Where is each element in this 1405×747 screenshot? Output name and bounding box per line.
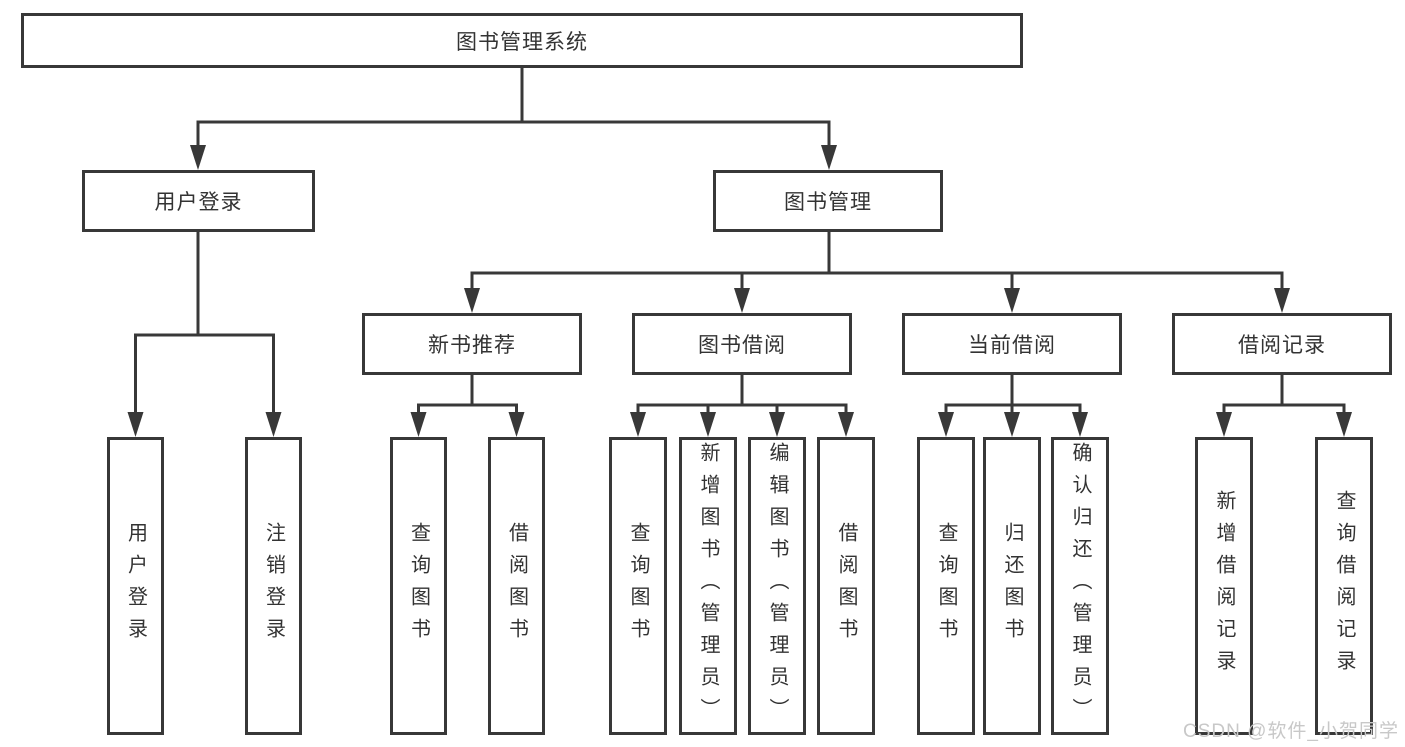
leaf-user-login-label: 用户登录 [124, 522, 147, 650]
leaf-cb-return-books: 归还图书 [983, 437, 1041, 735]
node-book-borrowing-label: 图书借阅 [698, 334, 786, 357]
arrowhead-icon [1072, 412, 1088, 437]
node-current-borrowing-label: 当前借阅 [968, 334, 1056, 357]
leaf-bb-edit-books-admin-label: 编辑图书（管理员） [766, 442, 788, 730]
arrowhead-icon [508, 412, 525, 437]
arrowhead-icon [1004, 288, 1020, 313]
leaf-bb-add-books-admin-label: 新增图书（管理员） [697, 442, 719, 730]
leaf-nb-query-books: 查询图书 [390, 437, 447, 735]
leaf-cb-confirm-return-admin: 确认归还（管理员） [1051, 437, 1109, 735]
arrowhead-icon [127, 412, 144, 437]
leaf-cb-return-books-label: 归还图书 [1001, 522, 1023, 650]
arrowhead-icon [938, 412, 954, 437]
arrowhead-icon [821, 145, 837, 170]
arrowhead-icon [1004, 412, 1020, 437]
arrowhead-icon [734, 288, 750, 313]
node-book-management-label: 图书管理 [784, 191, 872, 214]
arrowhead-icon [769, 412, 785, 437]
leaf-user-login: 用户登录 [107, 437, 164, 735]
node-root: 图书管理系统 [21, 13, 1023, 68]
arrowhead-icon [1216, 412, 1232, 437]
node-user-login-label: 用户登录 [154, 191, 243, 214]
arrowhead-icon [700, 412, 716, 437]
node-borrowing-records-label: 借阅记录 [1238, 334, 1326, 357]
node-new-book-recommend-label: 新书推荐 [428, 334, 516, 357]
node-new-book-recommend: 新书推荐 [362, 313, 582, 375]
arrowhead-icon [838, 412, 854, 437]
leaf-cb-confirm-return-admin-label: 确认归还（管理员） [1069, 442, 1091, 730]
leaf-bb-edit-books-admin: 编辑图书（管理员） [748, 437, 806, 735]
leaf-bb-borrow-books: 借阅图书 [817, 437, 875, 735]
arrowhead-icon [464, 288, 480, 313]
node-book-management: 图书管理 [713, 170, 943, 232]
leaf-bb-add-books-admin: 新增图书（管理员） [679, 437, 737, 735]
leaf-br-add-record: 新增借阅记录 [1195, 437, 1253, 735]
leaf-bb-query-books: 查询图书 [609, 437, 667, 735]
leaf-cb-query-books-label: 查询图书 [935, 522, 957, 650]
arrowhead-icon [190, 145, 206, 170]
leaf-cb-query-books: 查询图书 [917, 437, 975, 735]
leaf-logout-label: 注销登录 [262, 522, 285, 650]
leaf-bb-query-books-label: 查询图书 [627, 522, 649, 650]
arrowhead-icon [1336, 412, 1352, 437]
node-user-login: 用户登录 [82, 170, 315, 232]
leaf-br-add-record-label: 新增借阅记录 [1213, 490, 1235, 682]
arrowhead-icon [265, 412, 282, 437]
arrowhead-icon [1274, 288, 1290, 313]
leaf-bb-borrow-books-label: 借阅图书 [835, 522, 857, 650]
leaf-nb-borrow-books: 借阅图书 [488, 437, 545, 735]
watermark: CSDN @软件_小贺同学 [1183, 721, 1399, 742]
leaf-nb-query-books-label: 查询图书 [407, 522, 430, 650]
leaf-br-query-record: 查询借阅记录 [1315, 437, 1373, 735]
leaf-br-query-record-label: 查询借阅记录 [1333, 490, 1355, 682]
arrowhead-icon [630, 412, 646, 437]
node-current-borrowing: 当前借阅 [902, 313, 1122, 375]
node-root-label: 图书管理系统 [456, 30, 588, 54]
node-book-borrowing: 图书借阅 [632, 313, 852, 375]
leaf-nb-borrow-books-label: 借阅图书 [505, 522, 528, 650]
node-borrowing-records: 借阅记录 [1172, 313, 1392, 375]
leaf-logout: 注销登录 [245, 437, 302, 735]
arrowhead-icon [410, 412, 427, 437]
